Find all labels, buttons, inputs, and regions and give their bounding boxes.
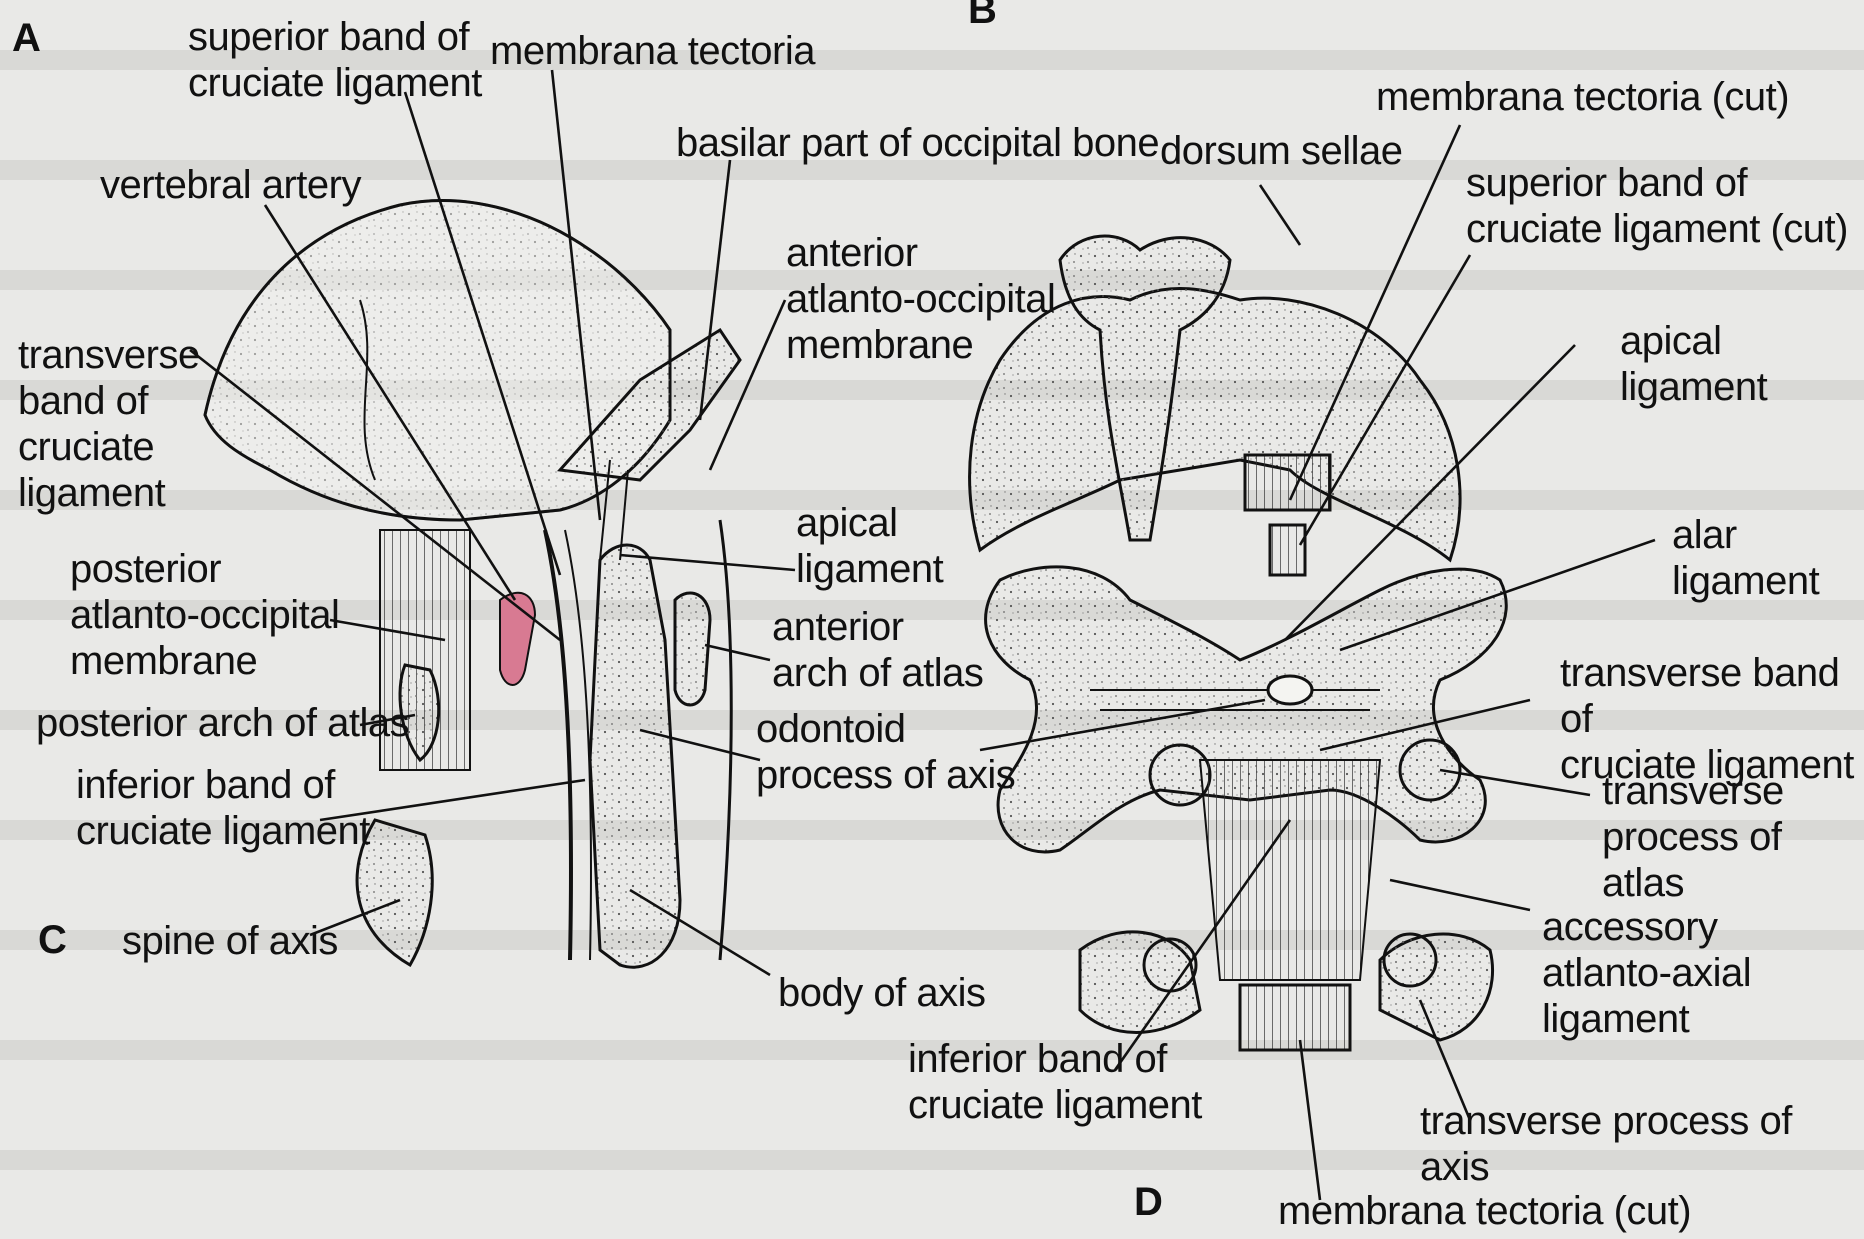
label-vertebral-artery: vertebral artery bbox=[100, 162, 361, 208]
anterior-arch bbox=[675, 593, 710, 705]
label-spine-of-axis: spine of axis bbox=[122, 918, 338, 964]
axis-ligaments bbox=[1200, 760, 1380, 980]
panel-letter-c: C bbox=[38, 918, 67, 963]
panel-letter-b: B bbox=[968, 0, 997, 33]
label-apical-ligament-left: apical ligament bbox=[796, 500, 943, 592]
label-anterior-arch-atlas: anterior arch of atlas bbox=[772, 604, 983, 696]
label-membrana-tectoria-cut-top: membrana tectoria (cut) bbox=[1376, 74, 1789, 120]
label-alar-ligament: alar ligament bbox=[1672, 512, 1864, 604]
label-posterior-atlanto-occipital: posterior atlanto-occipital membrane bbox=[70, 546, 339, 684]
label-dorsum-sellae: dorsum sellae bbox=[1160, 128, 1403, 174]
panel-letter-d: D bbox=[1134, 1180, 1163, 1225]
label-superior-band-cut: superior band of cruciate ligament (cut) bbox=[1466, 160, 1848, 252]
label-transverse-process-axis: transverse process of axis bbox=[1420, 1098, 1864, 1190]
label-transverse-process-atlas: transverse process of atlas bbox=[1602, 768, 1864, 906]
label-transverse-band-left: transverse band of cruciate ligament bbox=[18, 332, 200, 516]
panel-letter-a: A bbox=[12, 16, 41, 61]
label-accessory-atlanto-axial: accessory atlanto-axial ligament bbox=[1542, 904, 1751, 1042]
label-body-of-axis: body of axis bbox=[778, 970, 985, 1016]
label-inferior-band-right: inferior band of cruciate ligament bbox=[908, 1036, 1202, 1128]
label-apical-ligament-right: apical ligament bbox=[1620, 318, 1864, 410]
label-posterior-arch-atlas: posterior arch of atlas bbox=[36, 700, 409, 746]
label-superior-band-cruciate: superior band of cruciate ligament bbox=[188, 14, 482, 106]
label-basilar-part: basilar part of occipital bone bbox=[676, 120, 1159, 166]
label-odontoid-process: odontoid process of axis bbox=[756, 706, 1015, 798]
label-anterior-atlanto-occipital: anterior atlanto-occipital membrane bbox=[786, 230, 1055, 368]
label-membrana-tectoria: membrana tectoria bbox=[490, 28, 815, 74]
label-membrana-tectoria-cut-bottom: membrana tectoria (cut) bbox=[1278, 1188, 1691, 1234]
label-inferior-band-left: inferior band of cruciate ligament bbox=[76, 762, 370, 854]
